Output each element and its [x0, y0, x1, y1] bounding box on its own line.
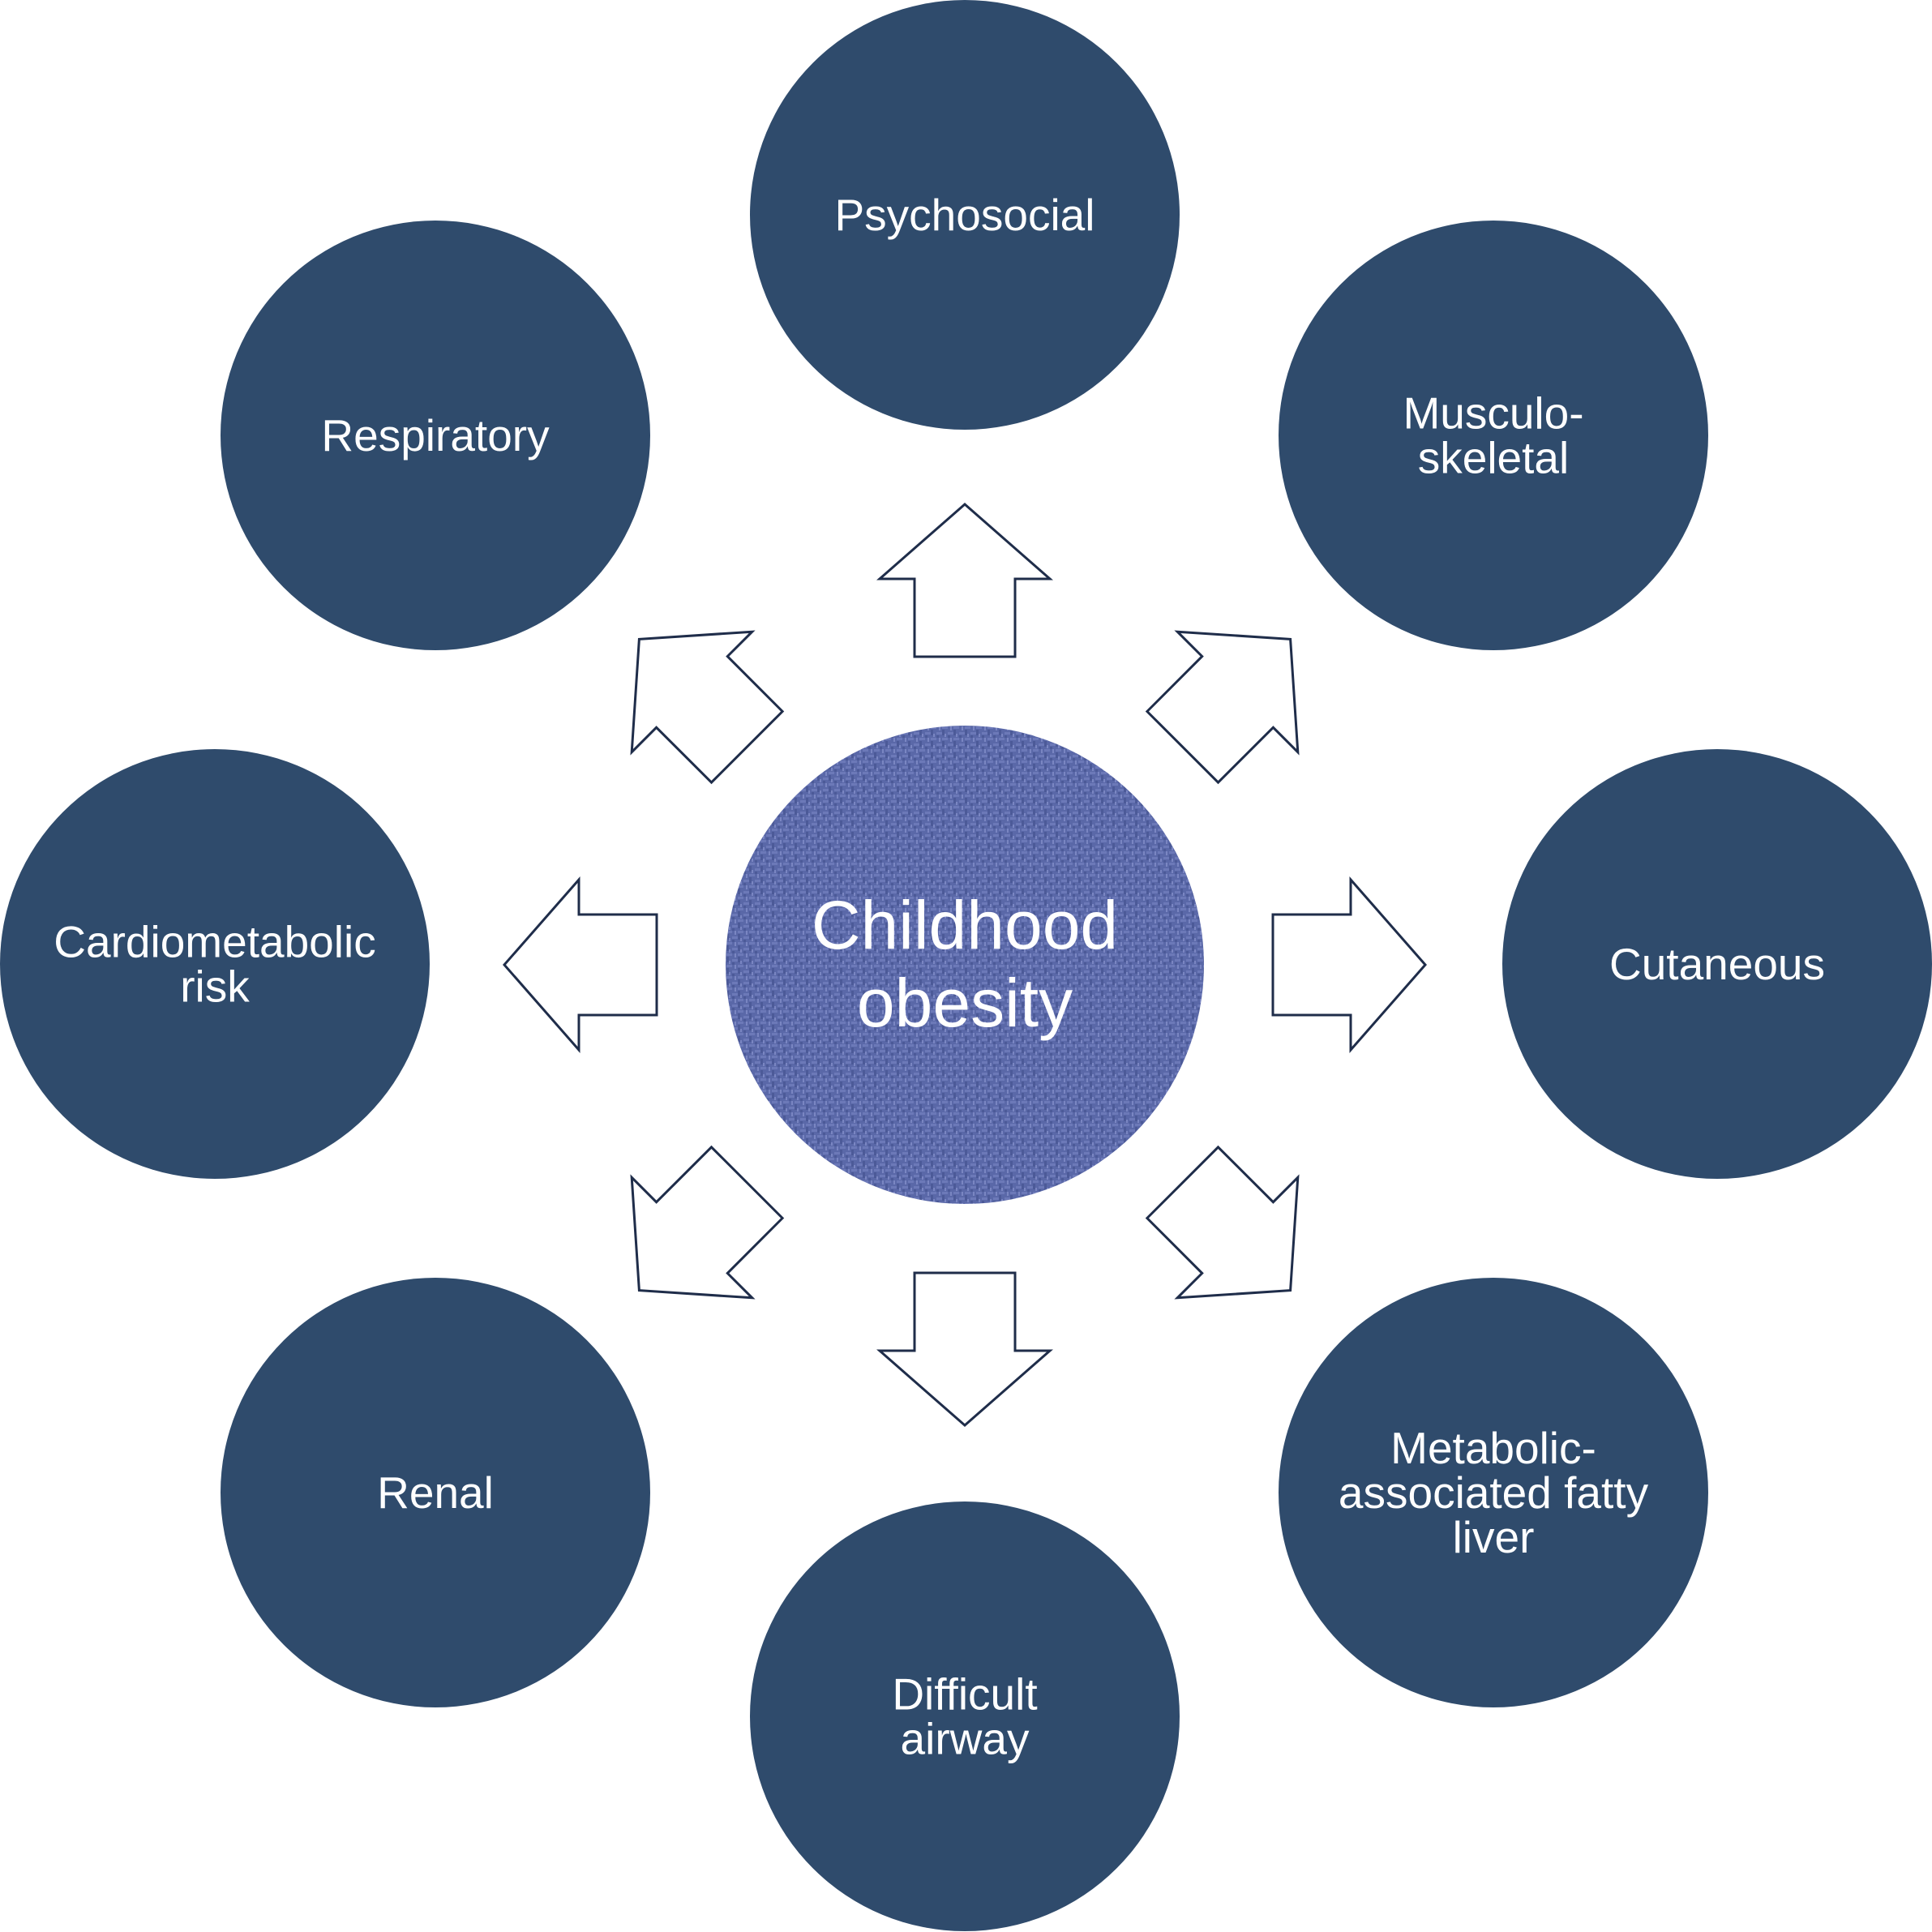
node-label-psychosocial: Psychosocial: [835, 190, 1095, 240]
node-label-line: Metabolic-: [1390, 1423, 1596, 1473]
arrows-layer: [503, 503, 1427, 1427]
arrow-down-right: [1145, 1145, 1300, 1300]
node-circle-respiratory: [221, 221, 650, 650]
arrow-down-left: [630, 1145, 785, 1300]
node-label-line: Psychosocial: [835, 190, 1095, 240]
center-circle: [726, 726, 1204, 1204]
node-circle-renal: [221, 1278, 650, 1707]
node-cutaneous: Cutaneous: [1502, 749, 1932, 1179]
node-label-line: Cardiometabolic: [54, 917, 375, 967]
node-circle-cutaneous: [1502, 749, 1932, 1179]
center-label-line: Childhood: [812, 887, 1118, 963]
node-musculoskeletal: Musculo-skeletal: [1279, 221, 1708, 650]
node-label-line: Cutaneous: [1609, 939, 1825, 989]
arrow-up: [876, 503, 1053, 658]
arrow-right: [1271, 876, 1427, 1053]
node-renal: Renal: [221, 1278, 650, 1707]
node-circle-mafld: [1279, 1278, 1708, 1707]
node-label-line: Difficult: [892, 1669, 1037, 1720]
node-label-line: airway: [901, 1714, 1030, 1764]
node-label-line: skeletal: [1418, 433, 1569, 483]
node-respiratory: Respiratory: [221, 221, 650, 650]
arrow-up-right: [1145, 630, 1300, 785]
node-label-line: Musculo-: [1403, 388, 1583, 439]
node-label-musculoskeletal: Musculo-skeletal: [1403, 388, 1583, 483]
arrow-left: [503, 876, 658, 1053]
arrow-down: [876, 1271, 1053, 1427]
node-psychosocial: Psychosocial: [750, 0, 1180, 430]
node-circle-difficult-airway: [750, 1501, 1180, 1931]
node-circle-musculoskeletal: [1279, 221, 1708, 650]
node-circle-psychosocial: [750, 0, 1180, 430]
node-label-line: risk: [180, 962, 250, 1012]
node-label-renal: Renal: [377, 1467, 494, 1518]
node-label-cutaneous: Cutaneous: [1609, 939, 1825, 989]
node-label-line: associated fatty: [1339, 1467, 1649, 1518]
node-label-line: Renal: [377, 1467, 494, 1518]
node-circle-cardiometabolic: [0, 749, 430, 1179]
center-label-line: obesity: [857, 965, 1073, 1041]
arrow-up-left: [630, 630, 785, 785]
node-label-respiratory: Respiratory: [321, 410, 550, 461]
node-label-line: Respiratory: [321, 410, 550, 461]
node-label-line: liver: [1453, 1512, 1535, 1562]
